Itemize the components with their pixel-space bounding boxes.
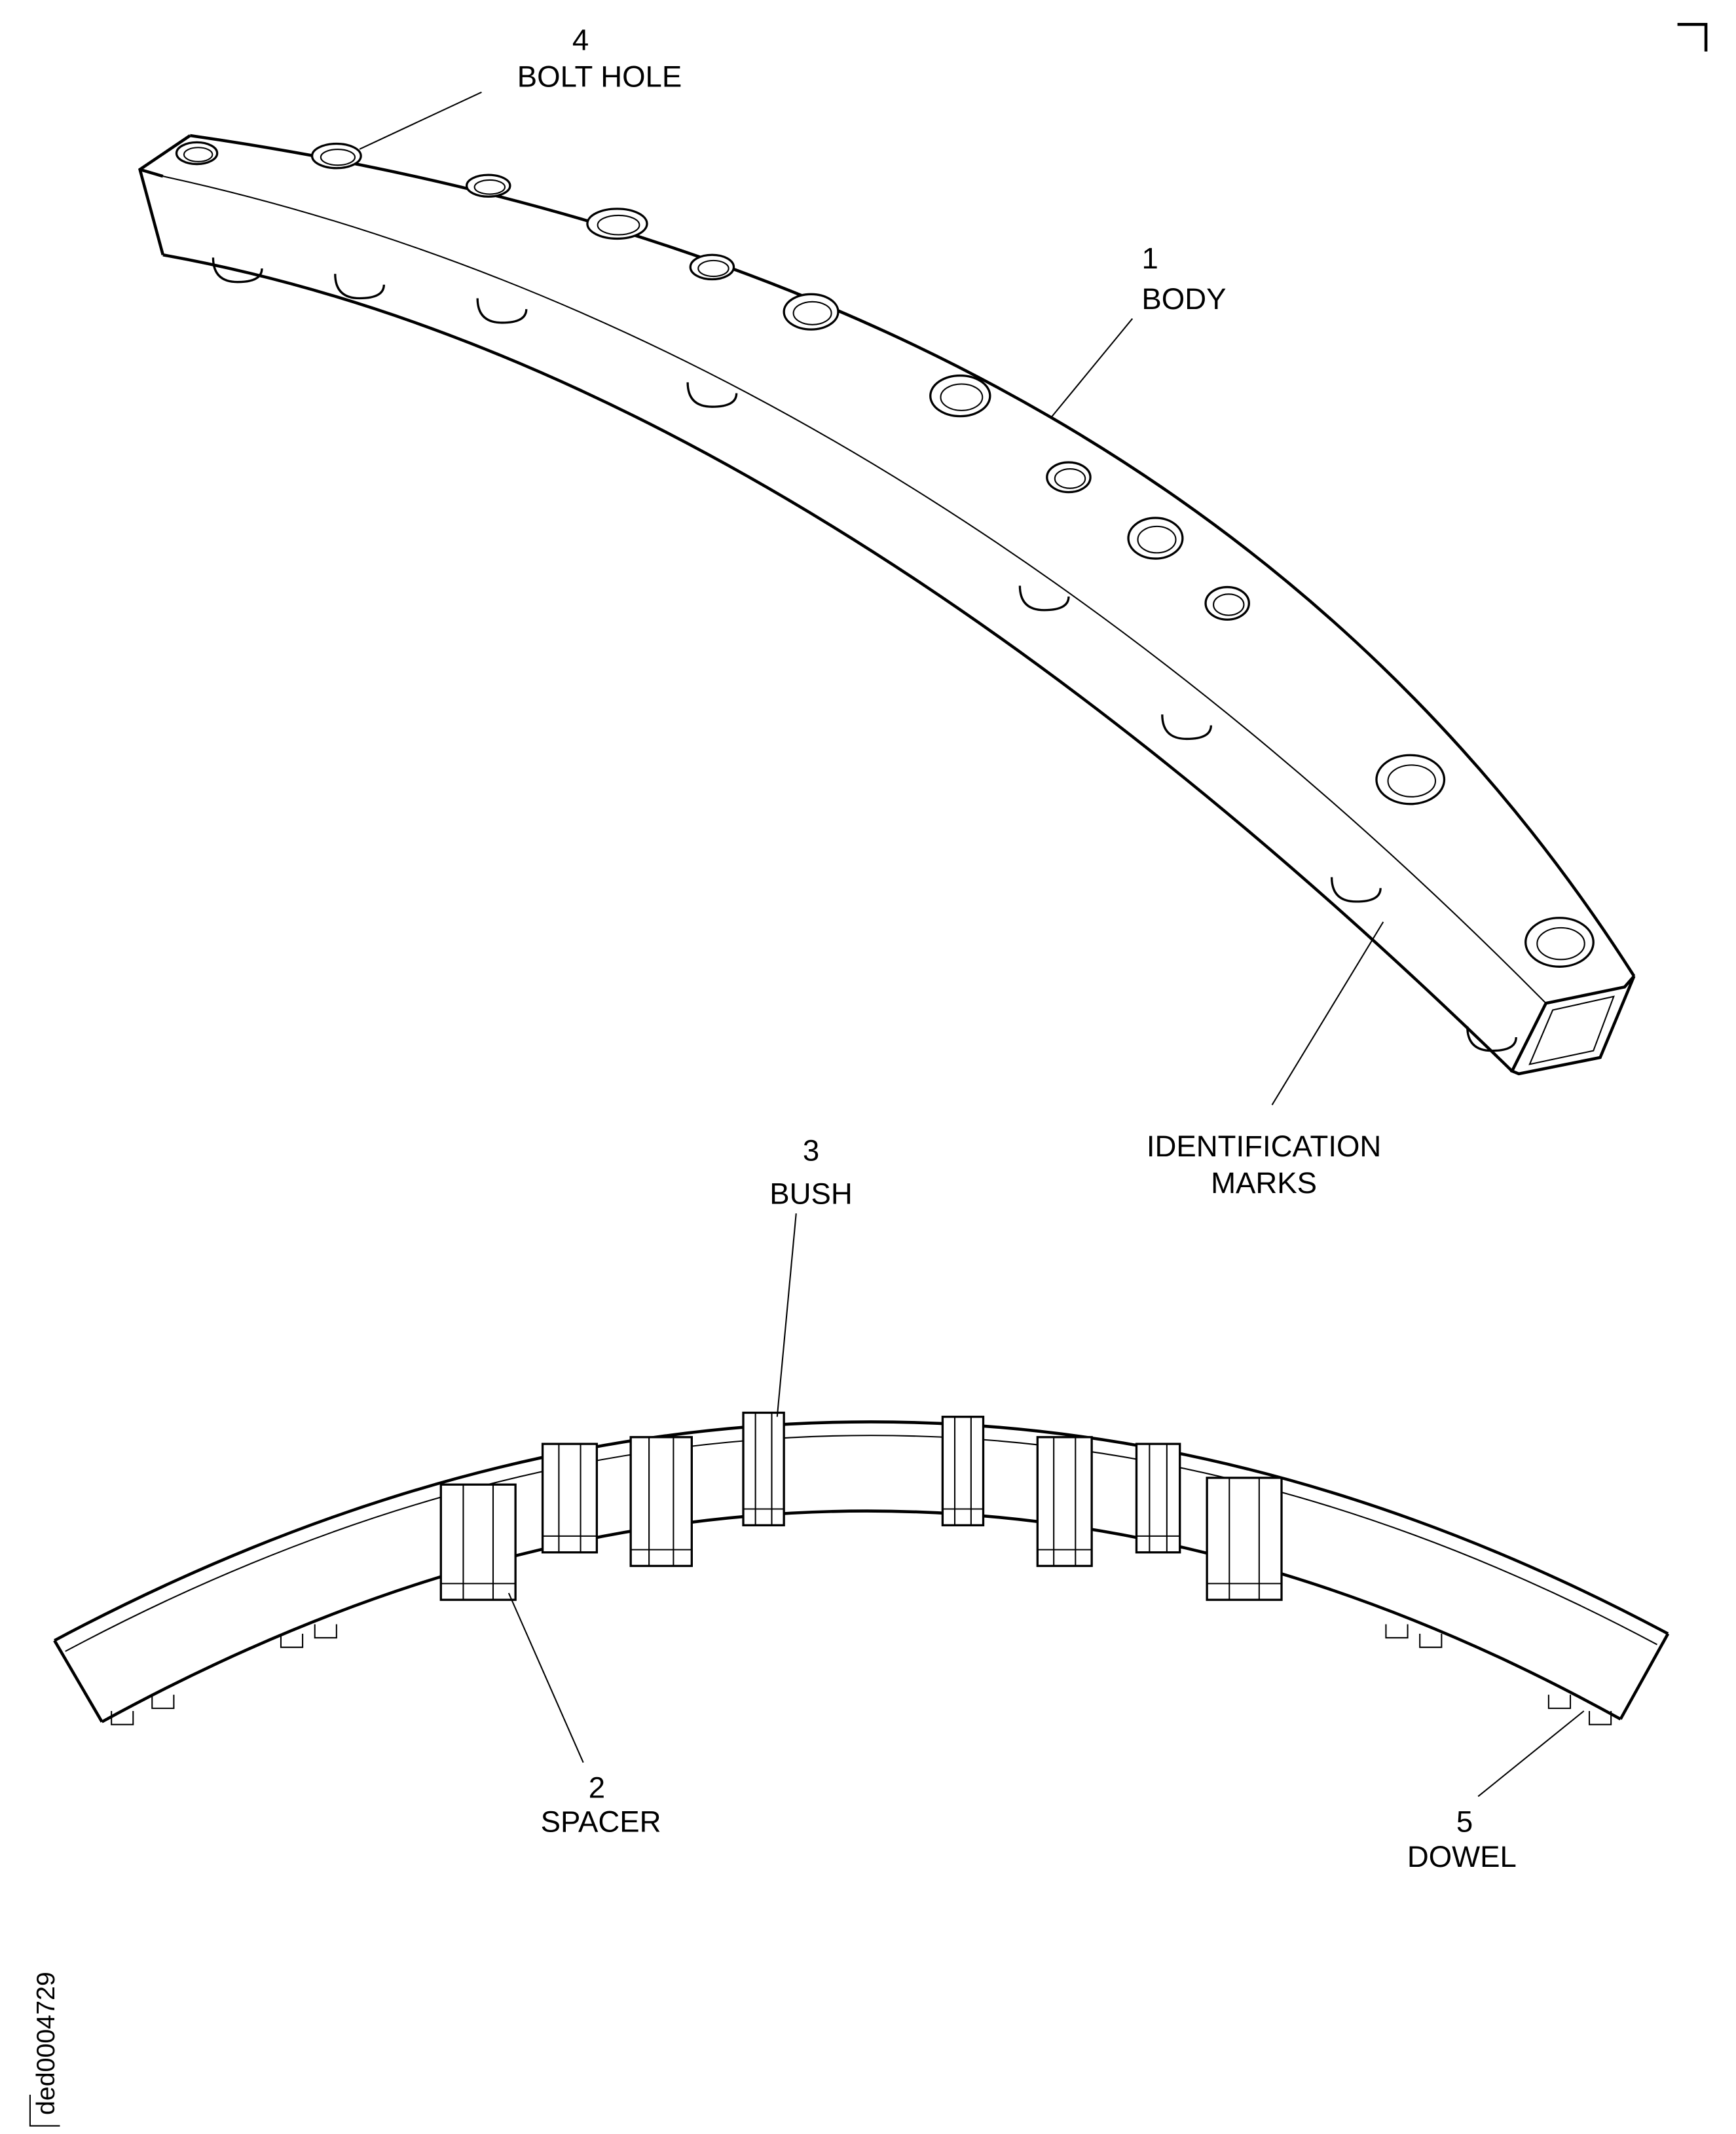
- spacer: [1036, 1436, 1093, 1568]
- dowel: [151, 1695, 175, 1709]
- bolt-holes: [175, 141, 1595, 968]
- body-bottom-edge: [162, 253, 1513, 1073]
- bush-tab: [1330, 877, 1382, 903]
- dowel: [111, 1710, 134, 1725]
- spacer-assembly: [53, 1411, 1670, 1725]
- bolt-hole-inner: [792, 301, 832, 325]
- dowel: [1588, 1710, 1612, 1725]
- bush-tab: [1466, 1026, 1517, 1052]
- spacer: [629, 1436, 693, 1568]
- body-label: BODY: [1141, 282, 1226, 316]
- bush-tab: [1161, 714, 1212, 741]
- bolt-hole-inner: [697, 259, 729, 278]
- identification-label-line1: IDENTIFICATION: [1147, 1130, 1381, 1163]
- spacers: [439, 1411, 1283, 1601]
- bolt-hole: [465, 174, 511, 198]
- bolt-hole: [689, 253, 735, 281]
- identification-label-line2: MARKS: [1211, 1166, 1317, 1200]
- bolt-hole: [175, 141, 219, 166]
- bolt-hole-inner: [940, 383, 984, 411]
- dowel: [1385, 1624, 1409, 1639]
- leader-dowel: [1477, 1710, 1585, 1797]
- band-inner-edge: [65, 1435, 1658, 1652]
- bush-number: 3: [803, 1133, 819, 1167]
- band-lower-edge: [101, 1509, 1621, 1723]
- figure-id-bracket: [29, 2094, 60, 2127]
- spacer: [439, 1483, 517, 1601]
- dowel-number: 5: [1456, 1805, 1473, 1838]
- bush-label: BUSH: [769, 1177, 853, 1211]
- spacer: [1135, 1443, 1181, 1554]
- bush-tabs: [212, 257, 1517, 1052]
- leader-identification: [1271, 921, 1384, 1106]
- body-mid-edge: [162, 175, 1547, 1004]
- corner-mark: [1677, 22, 1708, 52]
- bolt-hole-inner: [473, 179, 506, 195]
- spacer: [1206, 1477, 1283, 1601]
- leader-bolt-hole: [359, 91, 482, 150]
- bolt-hole-inner: [1137, 525, 1177, 554]
- dowel-label: DOWEL: [1407, 1840, 1517, 1873]
- bush-tab: [1018, 585, 1070, 612]
- leader-bush: [776, 1213, 797, 1417]
- bolt-hole: [310, 142, 362, 170]
- leader-spacer: [508, 1592, 584, 1763]
- spacer-label: SPACER: [541, 1805, 661, 1838]
- bolt-hole-label: BOLT HOLE: [517, 60, 682, 94]
- body-right-end: [1509, 975, 1636, 1076]
- body-left-end: [138, 134, 191, 255]
- bush-tab: [334, 274, 385, 300]
- bush-tab: [686, 382, 738, 408]
- bolt-hole-inner: [597, 214, 640, 236]
- leader-body: [1050, 318, 1134, 418]
- dowel: [314, 1624, 337, 1639]
- body-top-edge: [189, 134, 1636, 977]
- dowels: [111, 1624, 1612, 1725]
- bolt-hole-inner: [1536, 927, 1585, 961]
- body-number: 1: [1141, 242, 1158, 275]
- dowel: [1419, 1633, 1443, 1648]
- dowel: [280, 1633, 304, 1648]
- spacer-number: 2: [589, 1771, 605, 1805]
- bolt-hole-inner: [1387, 764, 1437, 798]
- bush-tab: [476, 298, 528, 324]
- body-assembly: [138, 134, 1636, 1076]
- dowel: [1547, 1695, 1572, 1709]
- band-outer-edge: [54, 1420, 1669, 1642]
- bolt-hole-number: 4: [572, 24, 589, 57]
- bolt-hole-inner: [1213, 593, 1245, 616]
- bolt-hole-inner: [1054, 468, 1086, 489]
- spacer: [941, 1416, 985, 1526]
- bolt-hole-inner: [320, 149, 356, 166]
- bolt-hole-inner: [183, 147, 213, 162]
- spacer: [541, 1443, 599, 1554]
- spacer: [742, 1411, 785, 1526]
- figure-id: ded0004729: [31, 1972, 60, 2115]
